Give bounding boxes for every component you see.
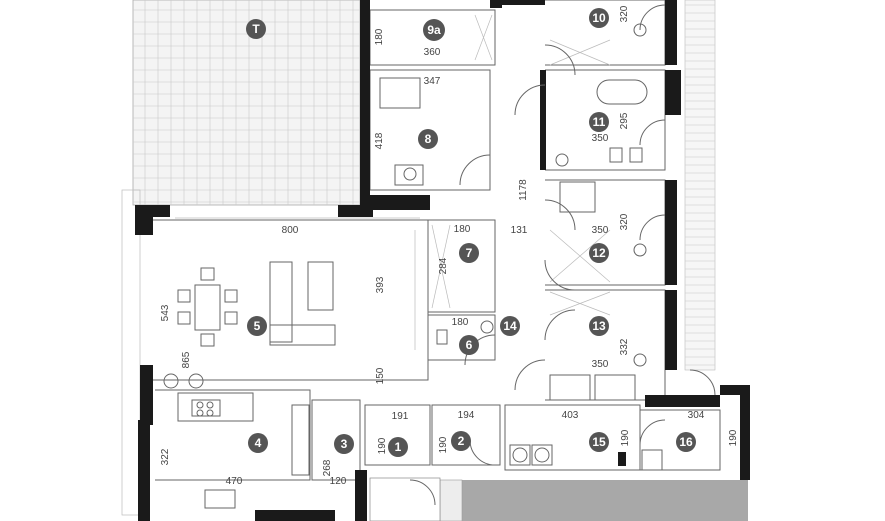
- room-badge-4: 4: [248, 433, 268, 453]
- room-badge-15: 15: [589, 432, 609, 452]
- room-badge-7: 7: [459, 243, 479, 263]
- svg-text:1: 1: [395, 440, 402, 454]
- dim-393: 393: [375, 276, 386, 293]
- room-badge-8: 8: [418, 129, 438, 149]
- room-badge-2: 2: [451, 431, 471, 451]
- svg-text:2: 2: [458, 434, 465, 448]
- svg-text:10: 10: [592, 11, 606, 25]
- dim-1178: 1178: [518, 179, 529, 201]
- furniture: [163, 14, 663, 509]
- exterior-outline-left: [121, 189, 141, 516]
- dim-320-mid: 320: [619, 213, 630, 230]
- dimension-labels: 180 360 320 347 418 1178 295 350 180 131…: [160, 5, 739, 487]
- dim-284: 284: [438, 257, 449, 274]
- dim-865: 865: [181, 351, 192, 368]
- dim-304: 304: [688, 410, 705, 421]
- dim-295: 295: [619, 112, 630, 129]
- dim-180-top: 180: [374, 28, 385, 45]
- svg-text:11: 11: [593, 115, 606, 129]
- svg-text:4: 4: [255, 436, 262, 450]
- door-swings: [409, 4, 716, 506]
- dim-190-b: 190: [438, 436, 449, 453]
- svg-text:3: 3: [341, 437, 348, 451]
- dim-470: 470: [226, 476, 243, 487]
- dim-350-c: 350: [592, 359, 609, 370]
- dim-150: 150: [375, 367, 386, 384]
- room-badge-6: 6: [459, 335, 479, 355]
- dim-418: 418: [374, 132, 385, 149]
- svg-text:8: 8: [425, 132, 432, 146]
- terrace-area: [132, 0, 361, 206]
- dim-332: 332: [619, 338, 630, 355]
- dim-190-c: 190: [620, 429, 631, 446]
- dim-800: 800: [282, 225, 299, 236]
- walls: [135, 0, 750, 521]
- dim-190-a: 190: [377, 437, 388, 454]
- room-badge-11: 11: [589, 112, 609, 132]
- interior-lines: [150, 0, 721, 481]
- garage-area: [369, 477, 748, 521]
- room-badge-10: 10: [589, 8, 609, 28]
- svg-text:T: T: [252, 22, 260, 36]
- svg-text:14: 14: [503, 319, 517, 333]
- svg-text:9a: 9a: [427, 23, 441, 37]
- room-badge-13: 13: [589, 316, 609, 336]
- dim-360: 360: [424, 47, 441, 58]
- room-badge-9a: 9a: [423, 19, 445, 41]
- dim-320-top: 320: [619, 5, 630, 22]
- dim-350-a: 350: [592, 133, 609, 144]
- room-badge-16: 16: [676, 432, 696, 452]
- room-badge-T: T: [246, 19, 266, 39]
- dim-322: 322: [160, 448, 171, 465]
- dim-191: 191: [392, 411, 409, 422]
- exterior-strip: [684, 0, 716, 371]
- dim-131: 131: [511, 225, 528, 236]
- dim-190-d: 190: [728, 429, 739, 446]
- dim-194: 194: [458, 410, 475, 421]
- dim-347: 347: [424, 76, 441, 87]
- svg-text:13: 13: [592, 319, 606, 333]
- svg-text:7: 7: [466, 246, 473, 260]
- dim-403: 403: [562, 410, 579, 421]
- svg-text:12: 12: [592, 246, 606, 260]
- room-badge-3: 3: [334, 434, 354, 454]
- dim-120: 120: [330, 476, 347, 487]
- dim-543: 543: [160, 304, 171, 321]
- svg-text:5: 5: [254, 319, 261, 333]
- dim-350-b: 350: [592, 225, 609, 236]
- dim-180-small: 180: [452, 317, 469, 328]
- dim-180-mid: 180: [454, 224, 471, 235]
- dim-268: 268: [322, 459, 333, 476]
- room-badge-14: 14: [500, 316, 520, 336]
- room-badges: T 1 2 3 4 5 6 7 8 9a 10 11 12 13 14 15 1…: [246, 8, 696, 457]
- room-badge-12: 12: [589, 243, 609, 263]
- svg-text:16: 16: [679, 435, 693, 449]
- svg-text:6: 6: [466, 338, 473, 352]
- room-badge-1: 1: [388, 437, 408, 457]
- svg-text:15: 15: [592, 435, 606, 449]
- room-badge-5: 5: [247, 316, 267, 336]
